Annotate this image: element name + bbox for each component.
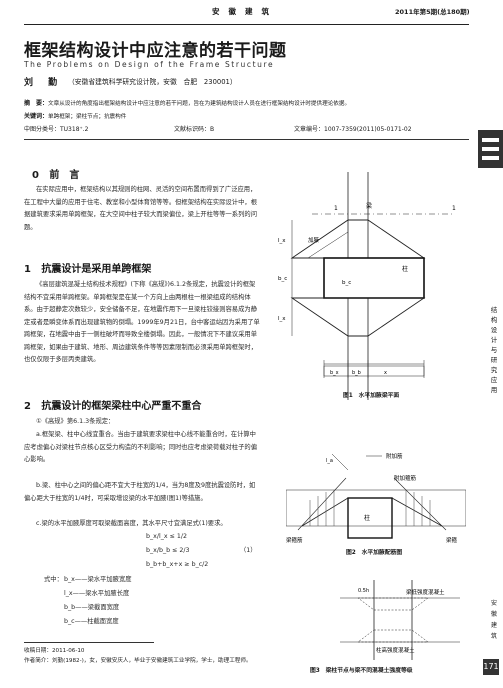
section-heading-1: 1 抗震设计是采用单跨框架 [24, 260, 151, 275]
article-number: 文章编号：1007-7359(2011)05-0171-02 [294, 126, 412, 133]
formula-line-1: b_x/l_x ≤ 1/2 [146, 533, 188, 540]
fig1-label-lx-bottom: l_x [278, 316, 286, 322]
abstract-label: 摘 要： [24, 100, 49, 107]
sidebar-journal-name: 安徽建筑 [490, 600, 497, 640]
fig2-label-column: 柱 [364, 514, 370, 522]
formula-line-2: b_x/b_b ≤ 2/3 [146, 547, 190, 554]
fig2-label-la: l_a [326, 458, 333, 464]
section-number: 1 [24, 264, 31, 275]
formula-number: （1） [240, 547, 257, 554]
classification-number: 中图分类号：TU318⁺.2 [24, 126, 89, 133]
fig1-label-bc: b_c [342, 280, 351, 286]
section-number: 0 [32, 170, 39, 181]
fig3-label-beam-low: 梁低强度混凝土 [406, 588, 445, 596]
abstract-text: 文章从设计的角度指出框架结构设计中应注意的若干问题，旨在为建筑结构设计人员在进行… [48, 101, 351, 107]
document-code: 文献标识码：B [174, 126, 215, 133]
section-title: 抗震设计是采用单跨框架 [41, 264, 152, 275]
fig2-label-rebar: 附加筋 [386, 452, 403, 460]
fig1-label-haunch: 加腋 [308, 236, 320, 244]
where-item: l_x——梁水平加腋长度 [64, 590, 130, 597]
figure-1-haunched-beam-plan: 梁 1 1 加腋 柱 b_c l_x b_c l_x b_x b_b x [278, 172, 456, 400]
figure-3-caption: 图3 梁柱节点与梁不同混凝土强度等级 [310, 668, 413, 674]
section2-intro: ①《高规》第6.1.3条规定： [36, 418, 115, 425]
fig2-label-beam-stirrup-right: 梁箍 [446, 536, 458, 544]
section-title: 抗震设计的框架梁柱中心严重不重合 [41, 401, 202, 412]
fig1-label-lx-top: l_x [278, 238, 286, 244]
figure-1-caption: 图1 水平加腋梁平面 [343, 393, 400, 399]
section2-item-a: a.框架梁、柱中心线宜重合。当由于建筑要求梁柱中心线不能重合时，在计算中应考虑偏… [24, 431, 257, 463]
fig2-label-haunch-stirrup: 附加箍筋 [394, 474, 417, 482]
fig2-label-beam-stirrup-left: 梁箍筋 [286, 536, 303, 544]
keywords: 关键词：单跨框架；梁柱节点；抗震构件 [24, 111, 126, 120]
article-title-en: The Problems on Design of the Frame Stru… [24, 60, 275, 69]
fig1-label-bb: b_b [352, 370, 361, 376]
author-bio: 作者简介：刘勤(1982-)，女，安徽安庆人，毕业于安徽建筑工业学院，学士，助理… [24, 658, 252, 664]
issue-info: 2011年第5期(总180期) [395, 8, 470, 16]
where-item: b_c——柱截面宽度 [64, 618, 119, 625]
author: 刘 勤 [24, 75, 63, 88]
formula-line-3: b_b+b_x+x ≥ b_c/2 [146, 561, 209, 568]
sidebar-section-name: 结构设计与研究应用 [490, 306, 498, 394]
article-title: 框架结构设计中应注意的若干问题 [24, 41, 287, 61]
fig1-label-x: x [384, 370, 387, 376]
abstract: 摘 要：文章从设计的角度指出框架结构设计中应注意的若干问题，旨在为建筑结构设计人… [24, 98, 474, 107]
where-item: b_x——梁水平加腋宽度 [64, 576, 132, 583]
fig1-label-section-right: 1 [452, 205, 456, 212]
section2-item-c: c.梁的水平加腋厚度可取梁截面高度，其水平尺寸宜满足式(1)要求。 [36, 520, 227, 527]
fig3-label-column-high: 柱高强度混凝土 [376, 646, 415, 654]
fig1-label-beam: 梁 [366, 202, 372, 210]
figure-2-caption: 图2 水平加腋配筋图 [346, 550, 403, 556]
where-label: 式中： [44, 576, 63, 583]
journal-name: 安徽建筑 [212, 7, 278, 16]
section-heading-0: 0 前 言 [32, 166, 79, 181]
classification-line: 中图分类号：TU318⁺.2 文献标识码：B 文章编号：1007-7359(2011… [24, 124, 474, 133]
fig3-label-dim: 0.5h [358, 588, 369, 594]
intro-paragraph: 在实际应用中，框架结构以其规则的柱网、灵活的空间布置而得到了广泛应用，在工程中大… [24, 186, 257, 231]
abstract-rule [24, 139, 469, 140]
received-date: 收稿日期：2011-06-10 [24, 648, 85, 654]
section-heading-2: 2 抗震设计的框架梁柱中心严重不重合 [24, 397, 201, 412]
author-name: 刘 勤 [24, 78, 64, 88]
figure-2-haunch-reinforcement: 柱 l_a 附加筋 附加箍筋 梁箍筋 梁箍 [286, 452, 466, 544]
figure-3-joint-concrete-grades: 0.5h 梁低强度混凝土 柱高强度混凝土 [340, 580, 460, 660]
section1-paragraph: 《高层建筑混凝土结构技术规程》(下称《高规》)6.1.2条规定，抗震设计的框架结… [24, 281, 260, 363]
fig1-label-bx: b_x [330, 370, 339, 376]
where-item: b_b——梁截面宽度 [64, 604, 120, 611]
footnote-rule [24, 642, 154, 643]
fig1-label-bc-side: b_c [278, 276, 287, 282]
section2-item-b: b.梁、柱中心之间的偏心距不宜大于柱宽的1/4，当为8度及9度抗震设防时，如偏心… [24, 482, 256, 502]
sidebar-marker-graphic [478, 130, 503, 168]
page-number: 171 [483, 659, 499, 675]
section-title: 前 言 [49, 170, 80, 181]
affiliation: （安徽省建筑科学研究设计院，安徽 合肥 230001） [68, 78, 237, 86]
keywords-label: 关键词： [24, 113, 49, 120]
header-rule [24, 24, 469, 25]
keywords-text: 单跨框架；梁柱节点；抗震构件 [48, 114, 127, 120]
sidebar-marker [478, 130, 503, 168]
section-number: 2 [24, 401, 31, 412]
fig1-label-column: 柱 [402, 265, 408, 273]
fig1-label-section-left: 1 [334, 205, 338, 212]
